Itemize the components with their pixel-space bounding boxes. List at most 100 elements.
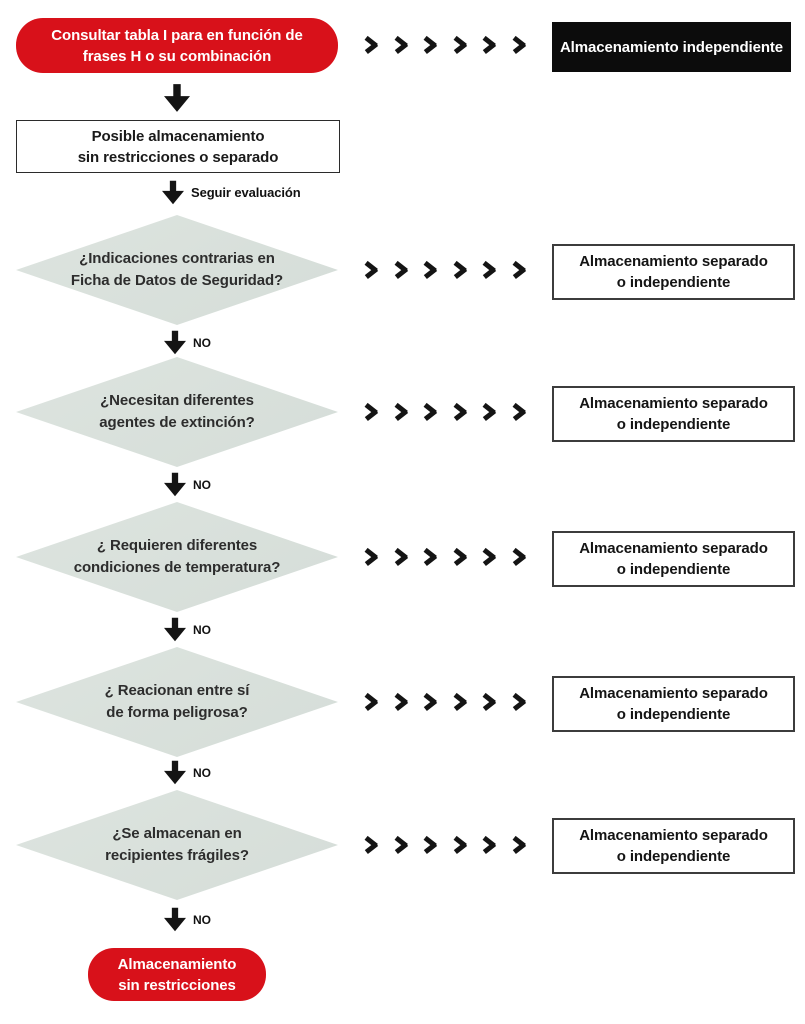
seguir-evaluacion-connector: Seguir evaluación xyxy=(162,180,301,205)
seguir-evaluacion-label: Seguir evaluación xyxy=(191,185,301,200)
decision-5-line2: recipientes frágiles? xyxy=(105,847,249,864)
chevron-flow-row-6 xyxy=(366,835,528,855)
chevron-right-icon xyxy=(484,835,498,855)
chevron-right-icon xyxy=(366,547,380,567)
chevron-right-icon xyxy=(514,692,528,712)
outcome-separated-line2: o independiente xyxy=(616,561,731,578)
start-node: Consultar tabla I para en función de fra… xyxy=(16,18,338,73)
outcome-separated-line2: o independiente xyxy=(616,274,731,291)
chevron-right-icon xyxy=(455,835,469,855)
outcome-separated-node-4: Almacenamiento separado o independiente xyxy=(552,676,795,732)
chevron-flow-row-1 xyxy=(366,35,528,55)
decision-5-line1: ¿Se almacenan en xyxy=(112,825,242,842)
outcome-separated-line2: o independiente xyxy=(616,848,731,865)
outcome-independent-label: Almacenamiento independiente xyxy=(559,38,784,56)
outcome-independent-node: Almacenamiento independiente xyxy=(552,22,791,72)
no-connector-1: NO xyxy=(164,330,211,355)
outcome-separated-node-5: Almacenamiento separado o independiente xyxy=(552,818,795,874)
chevron-flow-row-5 xyxy=(366,692,528,712)
outcome-separated-line1: Almacenamiento separado xyxy=(579,685,768,702)
process-node-line2: sin restricciones o separado xyxy=(77,148,279,166)
no-connector-5: NO xyxy=(164,907,211,932)
arrow-down-icon xyxy=(164,330,186,355)
chevron-right-icon xyxy=(425,260,439,280)
chevron-right-icon xyxy=(484,547,498,567)
decision-3-line2: condiciones de temperatura? xyxy=(73,559,281,576)
decision-node-3: ¿ Requieren diferentes condiciones de te… xyxy=(16,502,338,612)
chevron-right-icon xyxy=(514,547,528,567)
outcome-separated-line1: Almacenamiento separado xyxy=(579,395,768,412)
no-label: NO xyxy=(193,622,211,637)
outcome-separated-node-1: Almacenamiento separado o independiente xyxy=(552,244,795,300)
arrow-down-icon xyxy=(164,617,186,642)
process-node-line1: Posible almacenamiento xyxy=(91,127,265,145)
no-label: NO xyxy=(193,912,211,927)
chevron-right-icon xyxy=(425,402,439,422)
start-node-line2: frases H o su combinación xyxy=(82,47,272,65)
start-node-line1: Consultar tabla I para en función de xyxy=(51,26,303,44)
outcome-separated-line1: Almacenamiento separado xyxy=(579,253,768,270)
decision-node-1: ¿Indicaciones contrarias en Ficha de Dat… xyxy=(16,215,338,325)
chevron-flow-row-2 xyxy=(366,260,528,280)
arrow-down-icon xyxy=(164,760,186,785)
chevron-right-icon xyxy=(366,835,380,855)
chevron-right-icon xyxy=(366,260,380,280)
chevron-right-icon xyxy=(484,35,498,55)
decision-1-line2: Ficha de Datos de Seguridad? xyxy=(70,272,284,289)
outcome-separated-node-3: Almacenamiento separado o independiente xyxy=(552,531,795,587)
chevron-right-icon xyxy=(396,260,410,280)
arrow-down-icon xyxy=(164,472,186,497)
chevron-right-icon xyxy=(455,260,469,280)
decision-1-line1: ¿Indicaciones contrarias en xyxy=(79,250,275,267)
chevron-right-icon xyxy=(514,260,528,280)
arrow-down-icon xyxy=(164,907,186,932)
decision-2-line1: ¿Necesitan diferentes xyxy=(100,392,254,409)
chevron-right-icon xyxy=(396,35,410,55)
chevron-right-icon xyxy=(484,402,498,422)
chevron-right-icon xyxy=(455,35,469,55)
chevron-flow-row-3 xyxy=(366,402,528,422)
no-label: NO xyxy=(193,335,211,350)
end-node-line1: Almacenamiento xyxy=(117,955,237,973)
chevron-right-icon xyxy=(484,260,498,280)
outcome-separated-line2: o independiente xyxy=(616,706,731,723)
chevron-right-icon xyxy=(396,547,410,567)
no-label: NO xyxy=(193,765,211,780)
chevron-right-icon xyxy=(396,835,410,855)
chevron-right-icon xyxy=(455,692,469,712)
outcome-separated-node-2: Almacenamiento separado o independiente xyxy=(552,386,795,442)
chevron-right-icon xyxy=(425,35,439,55)
process-node: Posible almacenamiento sin restricciones… xyxy=(16,120,340,173)
decision-3-line1: ¿ Requieren diferentes xyxy=(96,537,258,554)
decision-node-5: ¿Se almacenan en recipientes frágiles? xyxy=(16,790,338,900)
chevron-right-icon xyxy=(366,692,380,712)
end-node: Almacenamiento sin restricciones xyxy=(88,948,266,1001)
chevron-right-icon xyxy=(396,692,410,712)
chevron-right-icon xyxy=(455,547,469,567)
chevron-right-icon xyxy=(455,402,469,422)
chevron-flow-row-4 xyxy=(366,547,528,567)
outcome-separated-line1: Almacenamiento separado xyxy=(579,540,768,557)
chevron-right-icon xyxy=(396,402,410,422)
outcome-separated-line2: o independiente xyxy=(616,416,731,433)
no-connector-2: NO xyxy=(164,472,211,497)
decision-4-line1: ¿ Reacionan entre sí xyxy=(104,682,250,699)
no-label: NO xyxy=(193,477,211,492)
chevron-right-icon xyxy=(425,835,439,855)
chevron-right-icon xyxy=(514,35,528,55)
chevron-right-icon xyxy=(366,402,380,422)
outcome-separated-line1: Almacenamiento separado xyxy=(579,827,768,844)
chevron-right-icon xyxy=(425,547,439,567)
chevron-right-icon xyxy=(425,692,439,712)
decision-node-2: ¿Necesitan diferentes agentes de extinci… xyxy=(16,357,338,467)
decision-4-line2: de forma peligrosa? xyxy=(106,704,248,721)
decision-node-4: ¿ Reacionan entre sí de forma peligrosa? xyxy=(16,647,338,757)
decision-2-line2: agentes de extinción? xyxy=(99,414,255,431)
arrow-down-icon xyxy=(164,84,190,112)
chevron-right-icon xyxy=(484,692,498,712)
chevron-right-icon xyxy=(514,835,528,855)
no-connector-4: NO xyxy=(164,760,211,785)
no-connector-3: NO xyxy=(164,617,211,642)
arrow-down-icon xyxy=(162,180,184,205)
